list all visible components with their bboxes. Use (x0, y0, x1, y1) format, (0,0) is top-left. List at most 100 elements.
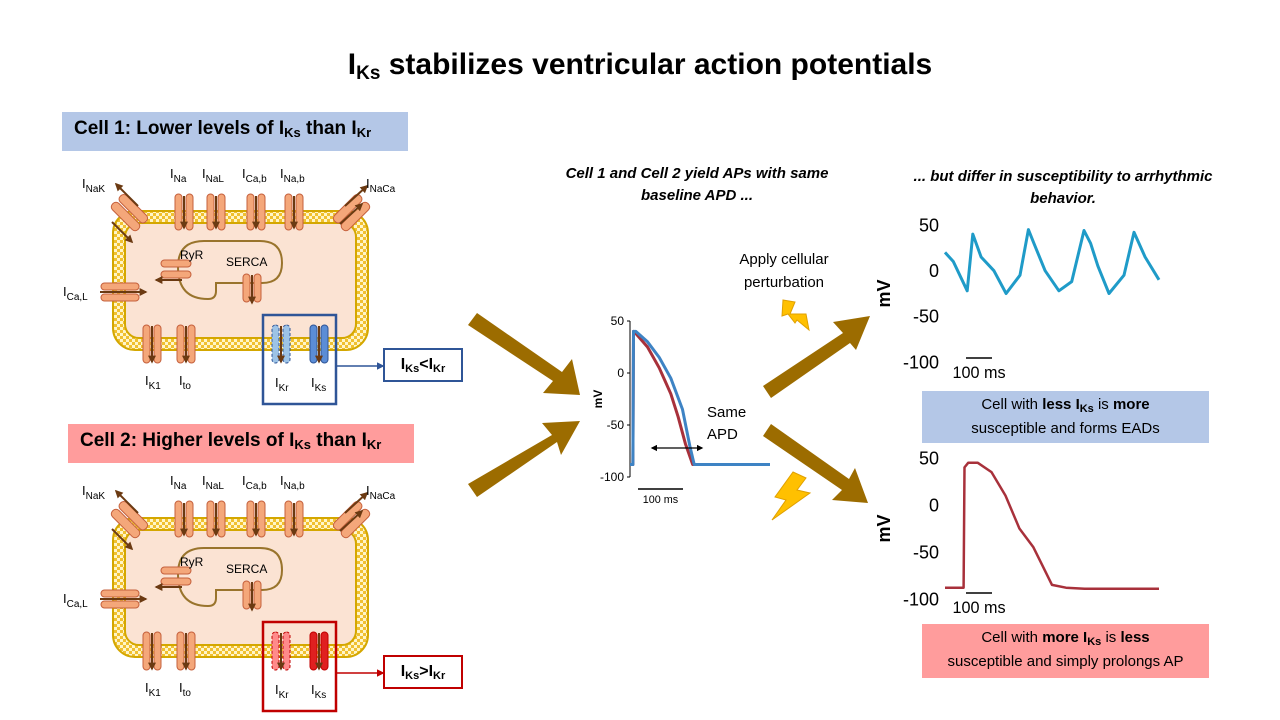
label-INaCa: INaCa (366, 483, 396, 502)
channel-RyR (160, 259, 192, 279)
channel-IKr (271, 324, 291, 364)
y-tick-label: 0 (929, 495, 939, 515)
y-tick-label: -100 (903, 589, 939, 609)
ion-flux-arrow (339, 509, 364, 532)
channel-INab (284, 193, 304, 231)
label-ICaL: ICa,L (63, 284, 88, 303)
arrow-to-cell2-trace (763, 424, 868, 503)
label-INab: INa,b (280, 166, 305, 185)
y-tick-label: 50 (919, 448, 939, 468)
channel-IKs (309, 631, 329, 671)
label-RyR: RyR (180, 248, 204, 262)
label-IK1: IK1 (145, 373, 161, 392)
pump-INaK (110, 500, 149, 539)
ion-flux-arrow (114, 489, 139, 514)
y-tick-label: -100 (903, 352, 939, 372)
ion-flux-arrow (111, 221, 134, 244)
label-ICaL: ICa,L (63, 591, 88, 610)
cell2-comparison-box: IKs>IKr (383, 655, 463, 689)
y-tick-label: -100 (600, 470, 624, 484)
label-IKs: IKs (311, 682, 326, 701)
label-SERCA: SERCA (226, 255, 267, 269)
channel-INa (174, 500, 194, 538)
arrow-cell2-to-ap (468, 421, 580, 497)
channel-IK1 (142, 631, 162, 671)
y-axis-label: mV (874, 514, 894, 542)
channel-ICaL (100, 589, 140, 609)
series-line (630, 329, 770, 466)
y-tick-label: -50 (913, 542, 939, 562)
label-INaCa: INaCa (366, 176, 396, 195)
channel-INa (174, 193, 194, 231)
channel-RyR (160, 566, 192, 586)
pump-SERCA (242, 273, 262, 303)
label-INaL: INaL (202, 473, 224, 492)
y-tick-label: -50 (607, 418, 625, 432)
page-title: IKs stabilizes ventricular action potent… (347, 48, 933, 84)
highlight-box-IKr-IKs (261, 620, 338, 713)
label-SERCA: SERCA (226, 562, 267, 576)
channel-INab (284, 500, 304, 538)
ion-flux-arrow (114, 182, 139, 207)
label-INa: INa (170, 166, 187, 185)
label-ICab: ICa,b (242, 473, 267, 492)
label-RyR: RyR (180, 555, 204, 569)
label-INaK: INaK (82, 176, 105, 195)
label-ICab: ICa,b (242, 166, 267, 185)
scale-bar-label: 100 ms (643, 494, 679, 506)
flow-arrows (468, 313, 870, 503)
label-INaK: INaK (82, 483, 105, 502)
label-INaL: INaL (202, 166, 224, 185)
channel-Ito (176, 631, 196, 671)
pump-SERCA (242, 580, 262, 610)
y-tick-label: -50 (913, 307, 939, 327)
label-IKr: IKr (275, 682, 289, 701)
arrow-to-cell1-trace (763, 316, 870, 398)
cell1-comparison-box: IKs<IKr (383, 348, 463, 382)
middle-caption: Cell 1 and Cell 2 yield APs with same ba… (565, 165, 829, 204)
ion-flux-arrow (111, 528, 134, 551)
ion-flux-arrow (344, 184, 369, 207)
channel-ICab (246, 500, 266, 538)
lightning-bolt-icon (771, 471, 812, 521)
channel-ICab (246, 193, 266, 231)
series-line (630, 329, 770, 466)
label-IKr: IKr (275, 375, 289, 394)
cell2-header: Cell 2: Higher levels of IKs than IKr (68, 424, 414, 463)
y-axis-label: mV (874, 279, 894, 307)
channel-Ito (176, 324, 196, 364)
same-apd-label: Same (707, 404, 746, 421)
y-tick-label: 0 (617, 366, 624, 380)
label-Ito: Ito (179, 373, 191, 392)
channel-IKs (309, 324, 329, 364)
label-INa: INa (170, 473, 187, 492)
channel-INaL (206, 193, 226, 231)
same-apd-label: APD (707, 426, 738, 443)
channel-IKr (271, 631, 291, 671)
label-INab: INa,b (280, 473, 305, 492)
sarcoplasmic-reticulum (176, 547, 284, 608)
ion-flux-arrow (339, 202, 364, 225)
exchanger-INaCa (332, 500, 371, 539)
series-line (943, 228, 1161, 295)
cell1-header: Cell 1: Lower levels of IKs than IKr (62, 112, 408, 151)
sarcoplasmic-reticulum (176, 240, 284, 301)
lightning-bolt-icon (781, 299, 810, 332)
channel-INaL (206, 500, 226, 538)
scale-bar-label: 100 ms (952, 599, 1005, 617)
y-tick-label: 50 (919, 215, 939, 235)
y-tick-label: 50 (611, 314, 625, 328)
right-caption: ... but differ in susceptibility to arrh… (913, 168, 1213, 207)
y-tick-label: 0 (929, 261, 939, 281)
cell2-perturbed-chart: 50 0 -50 -100 mV 100 ms (874, 448, 1159, 617)
label-IKs: IKs (311, 375, 326, 394)
series-line (945, 461, 1159, 590)
highlight-box-IKr-IKs (261, 313, 338, 406)
